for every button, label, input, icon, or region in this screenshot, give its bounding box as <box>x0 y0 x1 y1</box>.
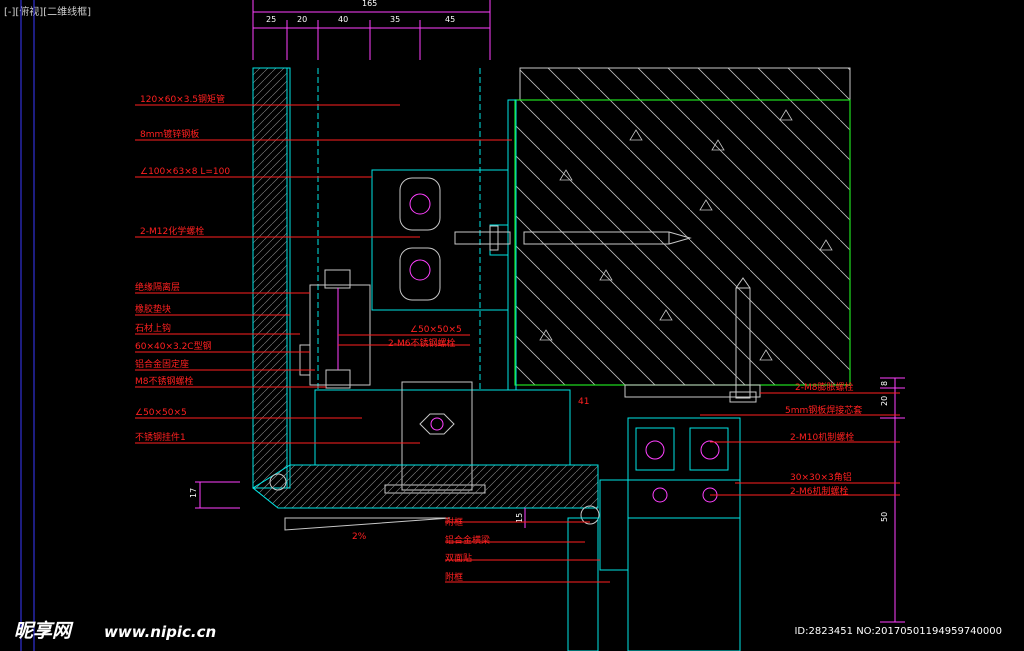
label-insulation-layer: 绝缘隔离层 <box>135 281 180 293</box>
top-dim-1: 25 <box>266 15 276 24</box>
stone-panel <box>252 67 481 489</box>
top-dim-total: 165 <box>362 0 377 8</box>
bottom-stone-panel <box>252 464 600 531</box>
label-sub-frame-1: 附框 <box>445 516 463 528</box>
label-dim-41: 41 <box>578 397 589 407</box>
label-aluminum-seat: 铝合金固定座 <box>135 358 189 370</box>
label-steel-rect-tube: 120×60×3.5钢矩管 <box>140 93 225 105</box>
label-ss-hanger: 不锈钢挂件1 <box>135 431 186 443</box>
top-dim-4: 35 <box>390 15 400 24</box>
label-m8-bolt: M8不锈钢螺栓 <box>135 375 194 387</box>
dim-15: 15 <box>515 513 524 523</box>
label-angle-100: ∠100×63×8 L=100 <box>140 167 230 177</box>
label-m10-bolt: 2-M10机制螺栓 <box>790 431 854 443</box>
top-dimension-chain <box>252 0 491 60</box>
label-c-steel: 60×40×3.2C型钢 <box>135 340 212 352</box>
label-steel-sleeve: 5mm钢板焊接芯套 <box>785 404 862 416</box>
top-dim-5: 45 <box>445 15 455 24</box>
slotted-holes <box>399 177 441 301</box>
label-m6-machine-bolt: 2-M6机制螺栓 <box>790 485 848 497</box>
dim-8: 8 <box>880 381 889 386</box>
watermark-id: ID:2823451 NO:20170501194959740000 <box>794 626 1002 637</box>
label-chemical-bolt: 2-M12化学螺栓 <box>140 225 204 237</box>
label-rubber-pad: 橡胶垫块 <box>135 303 171 315</box>
window-frame <box>567 384 761 651</box>
right-dimension-chain <box>880 377 905 623</box>
label-angle-aluminum: 30×30×3角铝 <box>790 471 852 483</box>
watermark-url: www.nipic.cn <box>104 623 217 641</box>
dim-20: 20 <box>880 396 889 406</box>
label-mid-angle-50: ∠50×50×5 <box>410 325 462 335</box>
c-steel-clip <box>299 269 371 389</box>
dim-17: 17 <box>189 488 198 498</box>
dim-50: 50 <box>880 512 889 522</box>
label-sub-frame-2: 附框 <box>445 571 463 583</box>
chemical-anchor <box>454 225 692 251</box>
label-m8-expansion: 2-M8膨胀螺栓 <box>795 381 853 393</box>
concrete-beam <box>514 67 851 386</box>
expansion-anchor <box>729 277 757 403</box>
label-slope: 2% <box>352 532 367 542</box>
label-aluminum-beam: 铝合金横梁 <box>445 534 490 546</box>
left-small-dims <box>195 481 526 528</box>
label-stone-hook: 石材上钩 <box>135 322 171 334</box>
viewport-label: [-][俯视][二维线框] <box>4 7 92 18</box>
top-dim-3: 40 <box>338 15 348 24</box>
watermark-brand: 昵享网 <box>14 620 72 642</box>
label-m6-ss-bolt: 2-M6不锈钢螺栓 <box>388 337 455 349</box>
label-galvanized-plate: 8mm镀锌钢板 <box>140 128 199 140</box>
label-angle-50: ∠50×50×5 <box>135 408 187 418</box>
left-leaders <box>135 104 900 583</box>
label-double-tape: 双面贴 <box>445 552 472 564</box>
top-dim-2: 20 <box>297 15 307 24</box>
